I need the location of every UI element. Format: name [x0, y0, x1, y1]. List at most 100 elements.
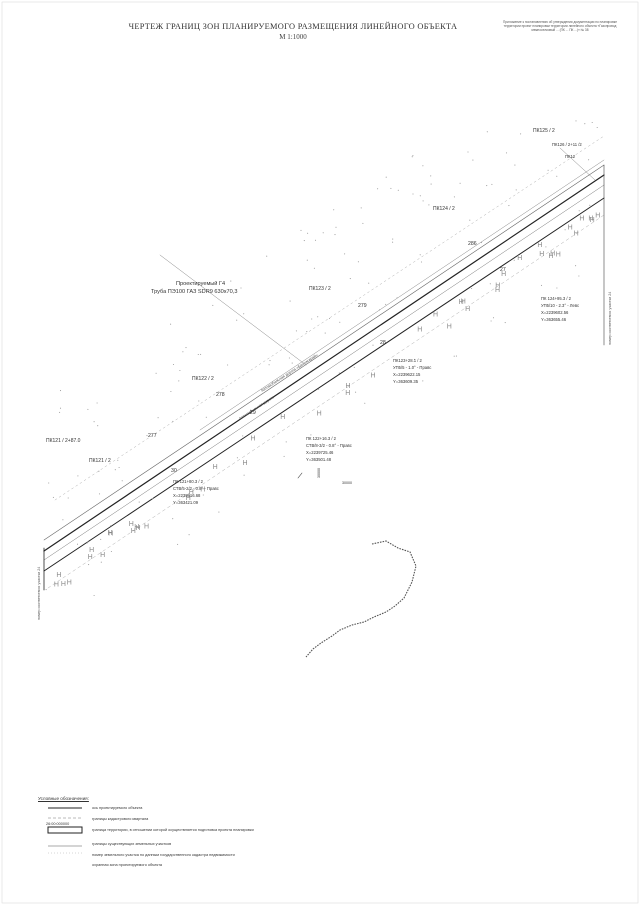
svg-text:H: H: [461, 299, 466, 306]
legend-item-lots: границы существующих земельных участков: [92, 842, 172, 846]
svg-text:H: H: [317, 411, 322, 418]
svg-text:H: H: [108, 531, 113, 538]
svg-text:H: H: [595, 212, 600, 219]
station-29: 29: [250, 410, 256, 416]
svg-text:H: H: [56, 572, 61, 579]
svg-text:H: H: [568, 224, 573, 231]
scale-mark-bottom: 30000: [342, 481, 352, 485]
svg-text:X=2239602.56: X=2239602.56: [541, 310, 569, 315]
svg-text:УП5/5 - 1.0° - Правс: УП5/5 - 1.0° - Правс: [393, 365, 431, 370]
svg-text:H: H: [371, 373, 376, 380]
road-edge-line: [43, 197, 605, 572]
svg-text:Y=363655.46: Y=363655.46: [541, 317, 567, 322]
station-277: 277: [148, 433, 157, 439]
legend: Условные обозначения: ось проектируемого…: [38, 796, 298, 873]
svg-text:H: H: [186, 495, 191, 502]
road-label-1: Автомобильная дорога: [238, 395, 275, 421]
svg-text:X=2239816.68: X=2239816.68: [173, 493, 201, 498]
svg-text:H: H: [465, 306, 470, 313]
svg-text:H: H: [144, 523, 149, 530]
picket-pk124: ПК124 / 2: [433, 206, 455, 212]
pipe-callout-line2: Труба ПЭ100 ГАЗ SDR9 630x70,3: [151, 289, 237, 295]
svg-text:H: H: [129, 521, 134, 528]
svg-text:H: H: [417, 327, 422, 334]
svg-text:H: H: [579, 215, 584, 222]
road-edge-thin: [199, 159, 605, 431]
svg-text:H: H: [459, 299, 464, 306]
svg-text:Y=363501.48: Y=363501.48: [306, 457, 332, 462]
zone-boundary-lower: [47, 214, 605, 589]
picket-pk121b: ПК121 / 2+87.0: [46, 438, 81, 444]
parcel-boundary-squiggle: [305, 540, 417, 658]
legend-item-cadastre: границы кадастрового квартала 26:00:0000…: [46, 817, 149, 826]
svg-text:H: H: [433, 312, 438, 319]
svg-text:H: H: [501, 271, 506, 278]
picket-pk121: ПК121 / 2: [89, 458, 111, 464]
svg-text:ПК123+28.1 / 2: ПК123+28.1 / 2: [393, 358, 423, 363]
svg-text:Y=363421.09: Y=363421.09: [173, 500, 199, 505]
svg-text:H: H: [243, 460, 248, 467]
svg-text:H: H: [495, 287, 500, 294]
svg-text:H: H: [447, 324, 452, 331]
svg-text:H: H: [213, 464, 218, 471]
corridor-lines: [43, 135, 605, 591]
svg-text:H: H: [131, 528, 136, 535]
station-30: 30: [171, 468, 177, 474]
zone-boundary-upper: [43, 164, 605, 541]
svg-text:H: H: [495, 283, 500, 290]
station-28: 28: [380, 340, 386, 346]
svg-text:H: H: [588, 216, 593, 223]
tick-mark: [297, 472, 303, 479]
pipe-callout-leader: [159, 254, 307, 366]
station-27: 27: [500, 267, 506, 273]
gas-pipeline-axis: [43, 174, 605, 552]
corner-point-1: ПК 124+95.3 / 2 УП5/10 - 2.3° - Левс X=2…: [541, 296, 579, 322]
svg-text:ПК 121+80.3 / 2: ПК 121+80.3 / 2: [173, 479, 204, 484]
svg-text:H: H: [108, 530, 113, 537]
appendix-note: Приложение к постановлению об утверждени…: [502, 20, 617, 33]
svg-text:H: H: [88, 554, 93, 561]
svg-text:H: H: [517, 255, 522, 262]
vertical-note-right: номер соответствия: участки 24: [608, 292, 612, 345]
drawing-scale: М 1:1000: [279, 33, 307, 41]
svg-text:H: H: [574, 231, 579, 238]
legend-item-zone: граница территории, в отношении которой …: [92, 828, 254, 832]
drawing-title: ЧЕРТЕЖ ГРАНИЦ ЗОН ПЛАНИРУЕМОГО РАЗМЕЩЕНИ…: [128, 22, 458, 31]
pipe-callout-line1: Проектируемый Г4: [176, 280, 225, 287]
station-286: 286: [468, 241, 477, 247]
legend-item-protection: охранная зона проектируемого объекта: [92, 863, 163, 867]
scale-mark-top: 30000: [317, 468, 321, 478]
svg-text:H: H: [89, 547, 94, 554]
svg-text:H: H: [200, 487, 205, 494]
svg-text:H: H: [590, 217, 595, 224]
picket-pk126b: ПК12: [565, 154, 576, 159]
svg-text:H: H: [539, 251, 544, 258]
picket-pk122: ПК122 / 2: [192, 376, 214, 382]
parcel-dots: [45, 120, 598, 597]
station-278: 278: [216, 392, 225, 398]
svg-text:H: H: [67, 579, 72, 586]
svg-text:ПК 124+95.3 / 2: ПК 124+95.3 / 2: [541, 296, 572, 301]
picket-leader: [559, 147, 596, 181]
svg-text:H: H: [537, 242, 542, 249]
svg-text:H: H: [550, 251, 555, 258]
svg-text:X=2239725.46: X=2239725.46: [306, 450, 334, 455]
picket-pk126: ПК126 / 2+11 /2: [552, 142, 582, 147]
vertical-note-left: номер соответствия: участки 24: [37, 567, 41, 620]
svg-text:H: H: [345, 390, 350, 397]
svg-text:H: H: [61, 581, 66, 588]
svg-text:СТВ/8-3/2 - 0.8° - Правс: СТВ/8-3/2 - 0.8° - Правс: [306, 443, 352, 448]
svg-text:H: H: [136, 525, 141, 532]
legend-symbols: [47, 807, 83, 854]
protection-zone-line: [43, 184, 605, 561]
legend-item-axis: ось проектируемого объекта: [92, 806, 143, 810]
svg-text:H: H: [346, 383, 351, 390]
hatch-marks: HHHHHHHHHHHHHHHHHHHHHHHHHHHHHHHHHHHHHHHH…: [54, 212, 600, 588]
svg-text:H: H: [134, 524, 139, 531]
corner-point-3: ПК 122+16.3 / 2 СТВ/8-3/2 - 0.8° - Правс…: [306, 436, 352, 462]
corner-point-2: ПК123+28.1 / 2 УП5/5 - 1.0° - Правс X=22…: [393, 358, 431, 384]
legend-item-lot-number: номер земельного участка по данным госуд…: [92, 853, 235, 857]
svg-text:H: H: [54, 582, 59, 589]
picket-pk123: ПК123 / 2: [309, 286, 331, 292]
